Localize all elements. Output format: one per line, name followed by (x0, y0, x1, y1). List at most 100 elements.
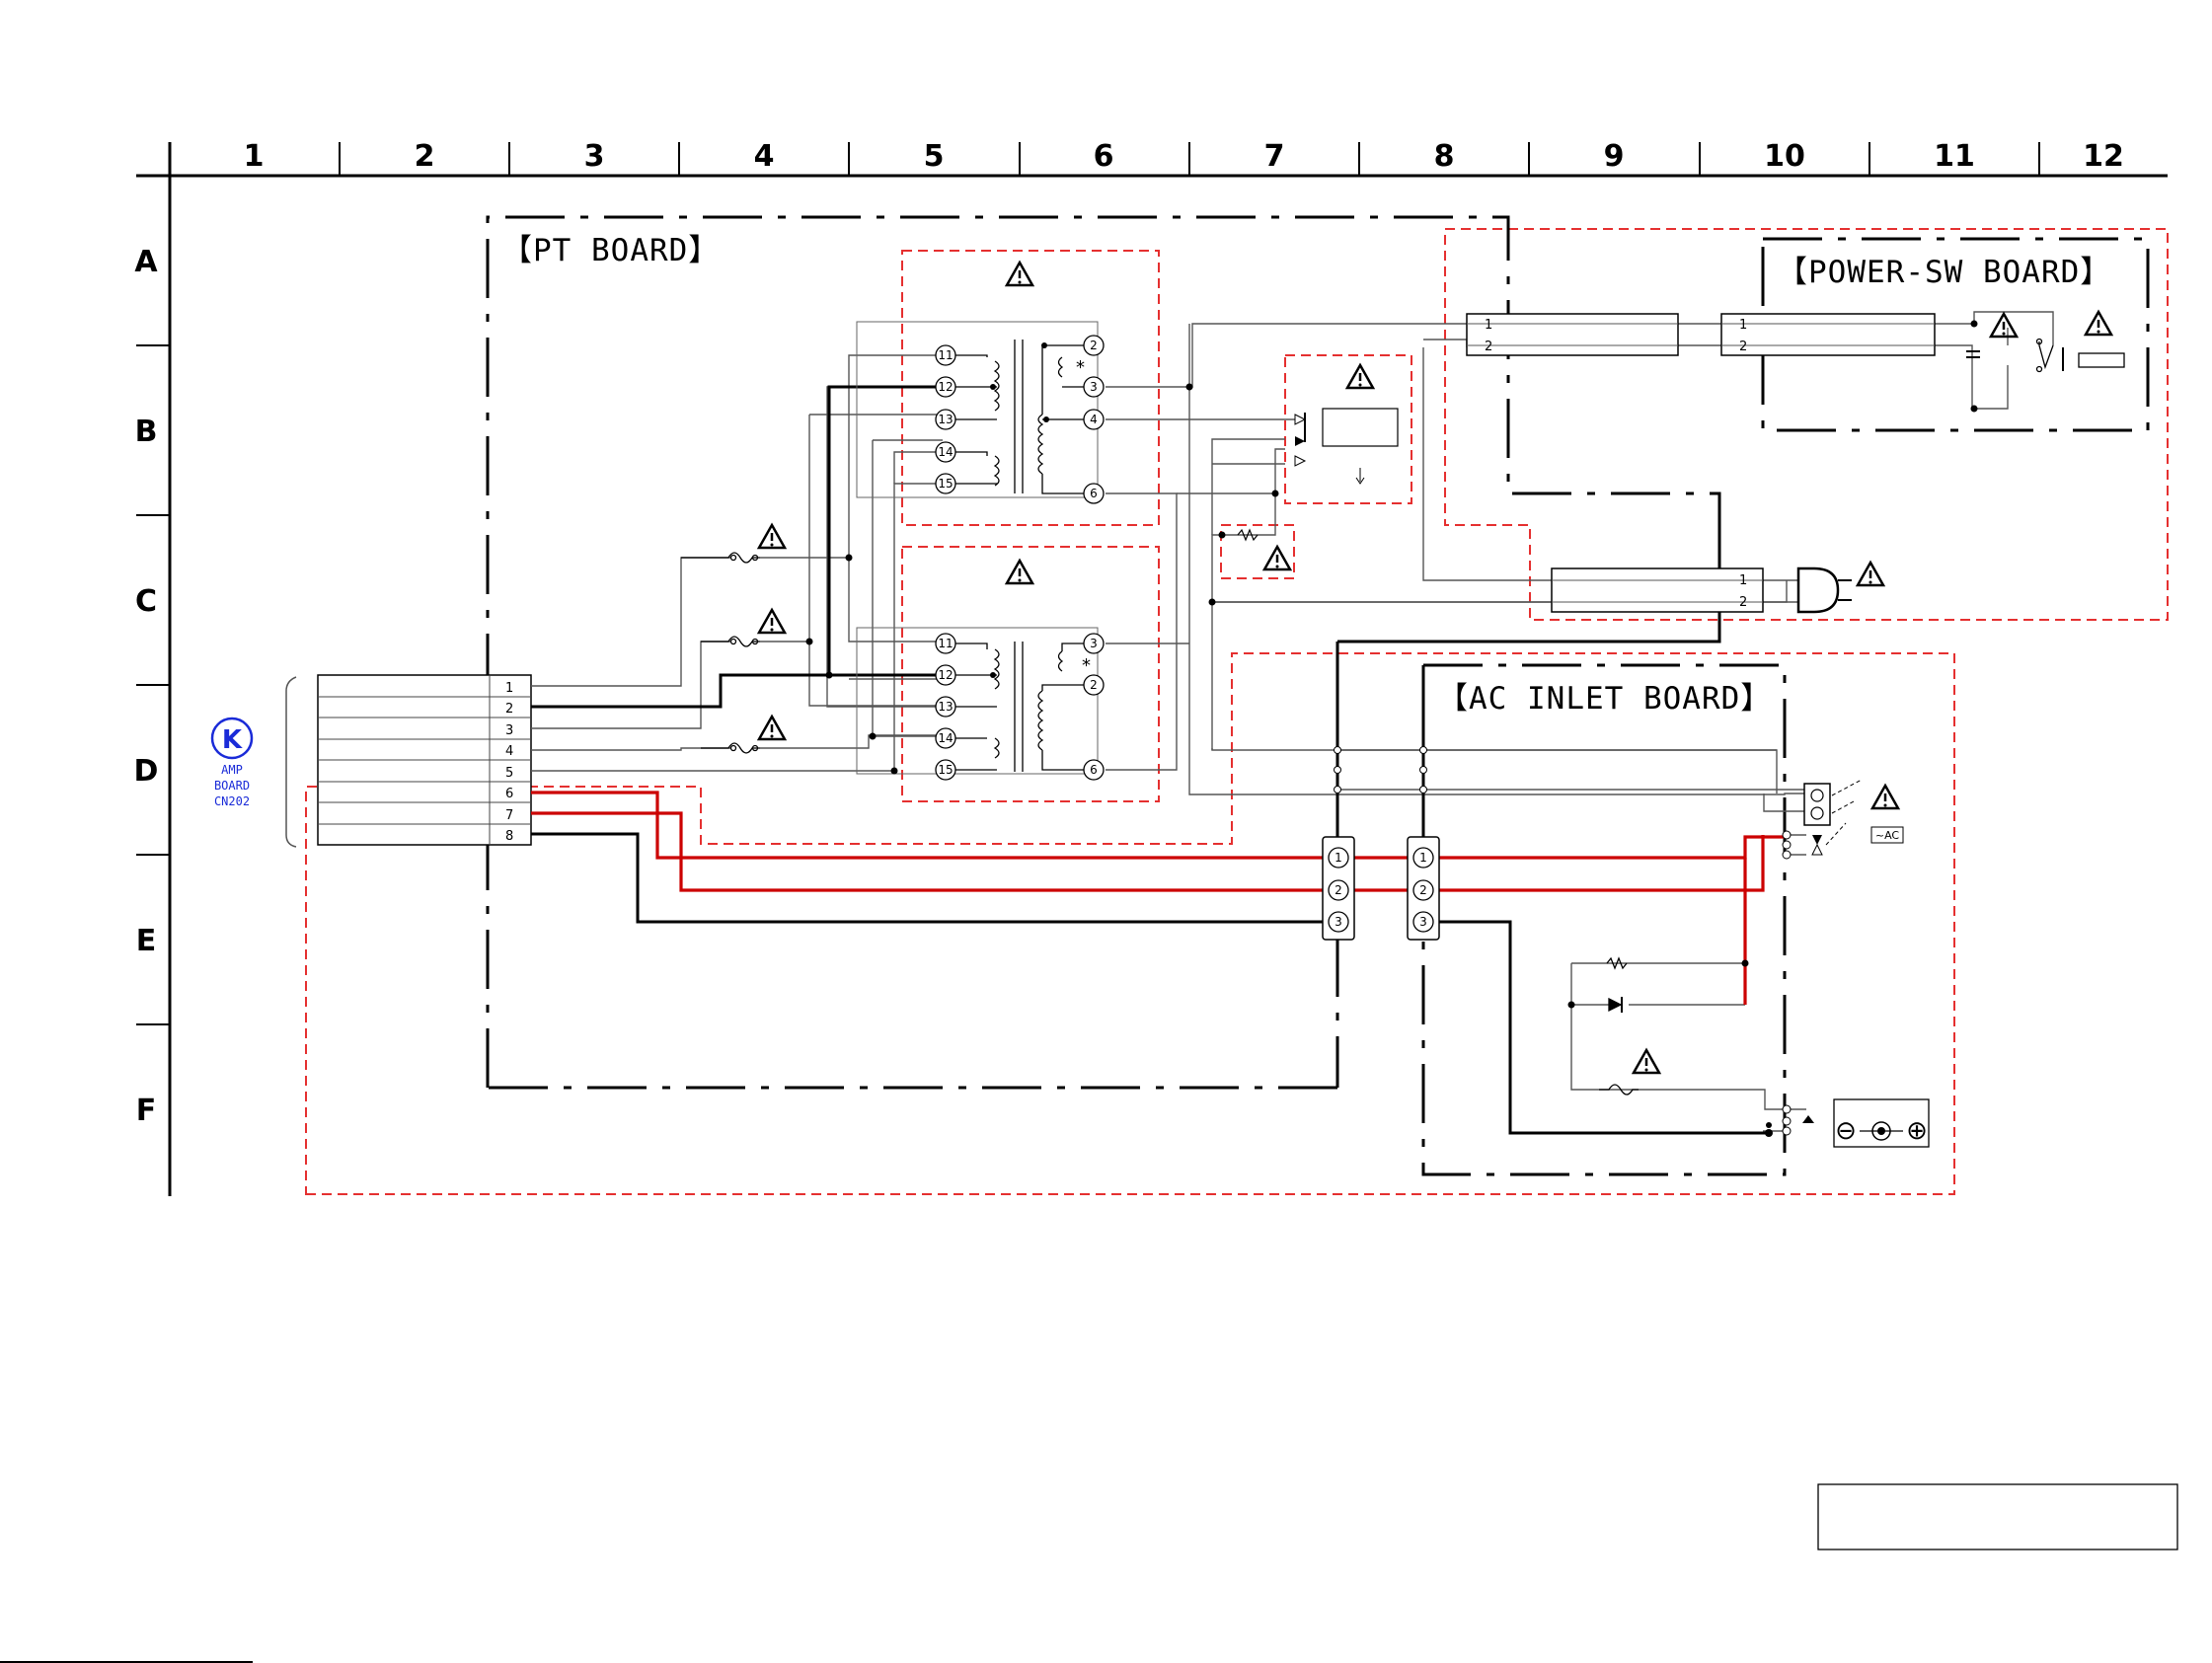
tb-pin-11: 11 (938, 637, 953, 650)
ta-pin-12: 12 (938, 380, 953, 394)
tb-pin-13: 13 (938, 700, 953, 714)
right-3pin-3: 3 (1419, 915, 1427, 929)
warning-icon (1347, 365, 1373, 388)
conn-pin-6: 6 (505, 787, 513, 801)
power-wires-red (531, 793, 1787, 1005)
warning-icon (759, 717, 785, 739)
cable-c-pin-2: 2 (1739, 595, 1747, 610)
amp-ref-line3: CN202 (214, 794, 250, 808)
conn-pin-2: 2 (505, 702, 513, 717)
col-label-2: 2 (415, 139, 435, 174)
power-wires-black (531, 387, 1769, 1133)
col-label-12: 12 (2083, 139, 2124, 174)
cable-connector-top-right: 1 2 (1721, 314, 1935, 355)
row-label-c: C (135, 584, 157, 619)
ac-label: ~AC (1875, 829, 1900, 842)
cable-a-pin-2: 2 (1485, 340, 1492, 354)
col-label-5: 5 (924, 139, 945, 174)
row-label-e: E (136, 924, 157, 958)
warning-icon (759, 525, 785, 548)
ac-inlet-socket: ~AC (1783, 780, 1903, 859)
rectifier-parts (1607, 958, 1627, 1013)
tb-pin-15: 15 (938, 763, 953, 777)
row-label-d: D (134, 754, 159, 789)
tb-pin-14: 14 (938, 731, 953, 745)
conn-pin-5: 5 (505, 766, 513, 781)
right-3pin-1: 1 (1419, 851, 1427, 865)
tb-pin-2: 2 (1090, 678, 1098, 692)
right-3pin-2: 2 (1419, 883, 1427, 897)
ta-pin-3: 3 (1090, 380, 1098, 394)
warning-icon (759, 610, 785, 633)
cable-connector-top-left: 1 2 (1467, 314, 1678, 355)
power-switch (1966, 340, 2124, 372)
col-label-7: 7 (1264, 139, 1285, 174)
warning-icon (1858, 563, 1883, 585)
tb-asterisk: * (1082, 655, 1091, 676)
left-3pin-1: 1 (1335, 851, 1342, 865)
conn-pin-4: 4 (505, 744, 513, 759)
col-label-1: 1 (244, 139, 265, 174)
cable-a-pin-1: 1 (1485, 318, 1492, 333)
board-outlines (488, 217, 2148, 1174)
ac-inlet-board-label: 【AC INLET BOARD】 (1437, 681, 1772, 717)
power-sw-board-label: 【POWER-SW BOARD】 (1777, 255, 2111, 290)
three-pin-connector-left: 1 2 3 (1323, 837, 1354, 940)
col-label-9: 9 (1604, 139, 1625, 174)
amp-connector: 1 2 3 4 5 6 7 8 (318, 675, 531, 845)
warning-icon (1007, 561, 1032, 583)
cable-connector-power-cord: 1 2 (1552, 568, 1763, 612)
pt-board-label: 【PT BOARD】 (501, 233, 720, 268)
cable-c-pin-1: 1 (1739, 573, 1747, 588)
three-pin-connector-right: 1 2 3 (1408, 837, 1439, 940)
col-label-3: 3 (584, 139, 605, 174)
ta-pin-11: 11 (938, 348, 953, 362)
power-plug-icon (1798, 568, 1852, 612)
tb-pin-6: 6 (1090, 763, 1098, 777)
warning-icon (1634, 1050, 1659, 1073)
ta-pin-4: 4 (1090, 413, 1098, 426)
warning-icon (1991, 314, 2017, 337)
ta-pin-14: 14 (938, 445, 953, 459)
safety-regions (306, 229, 2168, 1194)
col-label-6: 6 (1094, 139, 1114, 174)
left-3pin-3: 3 (1335, 915, 1342, 929)
amp-ref-line2: BOARD (214, 779, 250, 793)
col-label-10: 10 (1764, 139, 1805, 174)
tb-pin-3: 3 (1090, 637, 1098, 650)
fuse-icons (681, 553, 1639, 1095)
thermal-protector (1238, 409, 1398, 540)
ta-pin-6: 6 (1090, 487, 1098, 500)
dc-minus: ⊖ (1835, 1116, 1857, 1146)
warning-icon (2086, 312, 2111, 335)
amp-board-reference: K AMP BOARD CN202 (212, 677, 296, 847)
amp-ref-line1: AMP (221, 763, 243, 777)
ta-pin-2: 2 (1090, 339, 1098, 352)
amp-badge-letter: K (222, 725, 243, 755)
warning-icons (759, 263, 2111, 1073)
ta-pin-13: 13 (938, 413, 953, 426)
warning-icon (1264, 547, 1290, 569)
row-label-f: F (136, 1094, 157, 1128)
conn-pin-7: 7 (505, 808, 513, 823)
tb-pin-12: 12 (938, 668, 953, 682)
junction-dots (806, 321, 1978, 1138)
dc-jack: ⊖ ⊕ (1783, 1099, 1929, 1147)
conn-pin-3: 3 (505, 723, 513, 738)
ta-asterisk: * (1076, 357, 1085, 378)
col-label-11: 11 (1934, 139, 1975, 174)
dc-plus: ⊕ (1906, 1116, 1928, 1146)
row-label-a: A (134, 245, 158, 279)
col-label-4: 4 (754, 139, 775, 174)
row-label-b: B (135, 415, 158, 449)
grid-frame: 1 2 3 4 5 6 7 8 9 10 11 12 A B C D E F (134, 139, 2168, 1196)
conn-pin-8: 8 (505, 829, 513, 844)
signal-wires (531, 312, 2053, 1131)
conn-pin-1: 1 (505, 681, 513, 696)
left-3pin-2: 2 (1335, 883, 1342, 897)
cable-b-pin-1: 1 (1739, 318, 1747, 333)
cable-b-pin-2: 2 (1739, 340, 1747, 354)
col-label-8: 8 (1434, 139, 1455, 174)
ta-pin-15: 15 (938, 477, 953, 491)
